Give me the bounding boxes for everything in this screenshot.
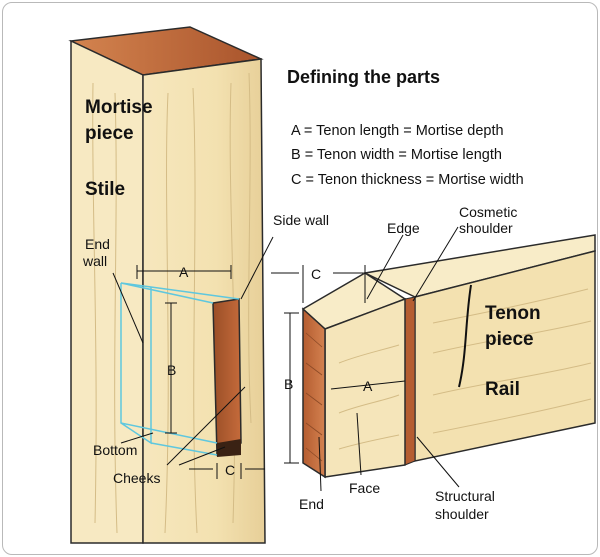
mortise-piece-label-line2: piece	[85, 123, 134, 144]
tenon-piece-label-line2: piece	[485, 329, 534, 350]
mortise-piece-label-line1: Mortise	[85, 97, 153, 118]
end-wall-label-line1: End	[85, 236, 110, 252]
rail-grain	[338, 288, 592, 450]
tenon-dim-a: A	[363, 378, 373, 394]
rail-curve-mark	[458, 284, 472, 388]
rail-shoulder-end-grain	[404, 296, 416, 466]
tenon-dim-b: B	[284, 376, 293, 392]
edge-label: Edge	[387, 220, 420, 236]
end-wall-label-line2: wall	[82, 253, 107, 269]
cosmetic-shoulder-label-line1: Cosmetic	[459, 204, 517, 220]
mortise-dim-b: B	[167, 362, 176, 378]
mortise-dim-a: A	[179, 264, 189, 280]
definition-b: B = Tenon width = Mortise length	[291, 147, 502, 163]
diagram-title: Defining the parts	[287, 67, 440, 87]
mortise-slot-bottom	[217, 439, 241, 457]
cheeks-label: Cheeks	[113, 470, 160, 486]
mortise-tenon-diagram: Mortise piece Stile Defining the parts A…	[68, 26, 596, 544]
tenon-dim-c: C	[311, 266, 321, 282]
definition-a: A = Tenon length = Mortise depth	[291, 123, 504, 139]
side-wall-label: Side wall	[273, 212, 329, 228]
rail-label: Rail	[485, 379, 520, 400]
dimension-lines	[112, 226, 460, 492]
tenon-end-grain	[302, 307, 326, 479]
structural-shoulder-label-line2: shoulder	[435, 506, 489, 522]
mortise-slot	[212, 298, 242, 457]
stile-label: Stile	[85, 179, 125, 200]
structural-shoulder-label-line1: Structural	[435, 488, 495, 504]
end-label: End	[299, 496, 324, 512]
tenon-end-grain-lines	[305, 332, 323, 462]
cosmetic-shoulder-label-line2: shoulder	[459, 220, 513, 236]
face-label: Face	[349, 480, 380, 496]
mortise-dim-c: C	[225, 462, 235, 478]
bottom-label: Bottom	[93, 442, 137, 458]
definition-c: C = Tenon thickness = Mortise width	[291, 172, 524, 188]
rail	[301, 234, 596, 479]
tenon-piece-label-line1: Tenon	[485, 303, 541, 324]
